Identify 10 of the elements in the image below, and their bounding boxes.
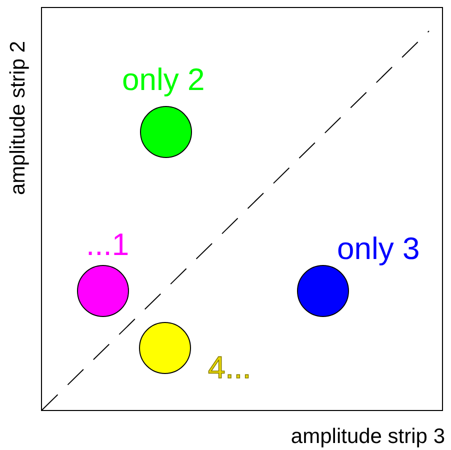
axis-title: amplitude strip 3 [290, 426, 445, 447]
colored-circle [297, 265, 349, 317]
colored-circle [139, 322, 191, 374]
colored-circle [77, 265, 129, 317]
colored-circle [140, 106, 192, 158]
axis-title: amplitude strip 2 [8, 40, 28, 196]
group-label: 4... [208, 352, 252, 383]
group-label: ...1 [86, 229, 130, 260]
group-label: only 2 [122, 64, 205, 95]
group-label: only 3 [337, 233, 420, 264]
